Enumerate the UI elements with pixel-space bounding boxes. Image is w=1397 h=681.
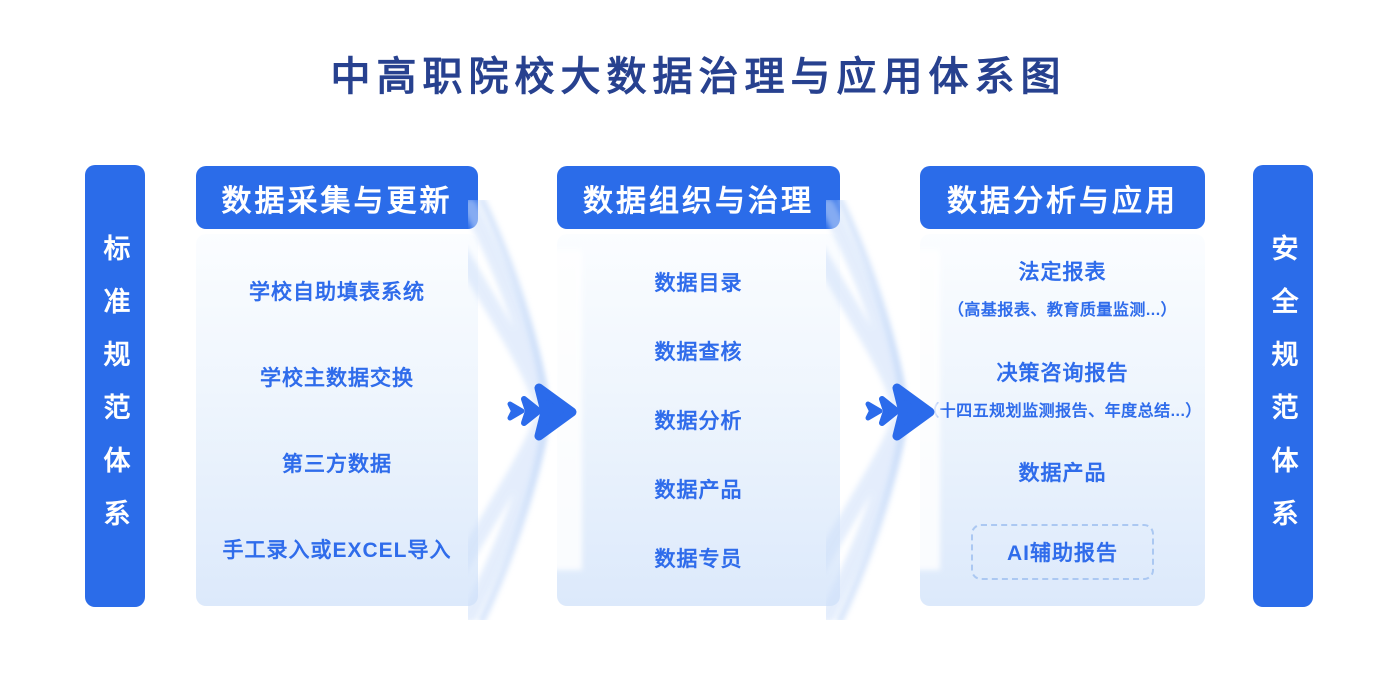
column-data-application: 数据分析与应用 法定报表 （高基报表、教育质量监测...） 决策咨询报告 （十四… [920,166,1205,606]
item-statutory-reports-caption: （高基报表、教育质量监测...） [947,302,1178,319]
column-body-data-governance: 数据目录 数据查核 数据分析 数据产品 数据专员 [557,234,840,606]
flow-arrow-icon [468,200,582,620]
flow-arrow-icon [826,200,940,620]
security-system-bar: 安全规范体系 [1253,165,1313,607]
item-school-self-service-form-system: 学校自助填表系统 [249,281,425,304]
standards-system-bar: 标准规范体系 [85,165,145,607]
item-statutory-reports: 法定报表 [1018,261,1107,284]
item-group-statutory-reports: 法定报表 （高基报表、教育质量监测...） [948,256,1177,320]
item-data-products: 数据产品 [654,478,743,502]
item-decision-consulting-reports-caption: （十四五规划监测报告、年度总结...） [923,402,1202,420]
column-header-data-application: 数据分析与应用 [920,166,1205,229]
security-system-label: 安全规范体系 [1267,233,1298,552]
item-data-catalog: 数据目录 [654,272,743,296]
item-school-master-data-exchange: 学校主数据交换 [260,367,414,390]
column-header-data-governance: 数据组织与治理 [557,166,840,229]
page-title: 中高职院校大数据治理与应用体系图 [330,55,1067,99]
item-ai-assisted-report: AI辅助报告 [971,523,1154,580]
column-data-collection: 数据采集与更新 学校自助填表系统 学校主数据交换 第三方数据 手工录入或EXCE… [196,166,478,606]
item-data-products-application: 数据产品 [1018,462,1107,486]
column-body-data-collection: 学校自助填表系统 学校主数据交换 第三方数据 手工录入或EXCEL导入 [196,234,478,606]
column-header-data-collection: 数据采集与更新 [196,166,478,229]
item-decision-consulting-reports: 决策咨询报告 [996,361,1129,385]
item-third-party-data: 第三方数据 [282,453,392,476]
item-data-verification: 数据查核 [654,341,743,365]
standards-system-label: 标准规范体系 [99,233,130,552]
item-group-decision-consulting-reports: 决策咨询报告 （十四五规划监测报告、年度总结...） [923,357,1202,421]
item-data-analysis: 数据分析 [654,409,743,433]
item-manual-entry-or-excel-import: 手工录入或EXCEL导入 [222,539,452,562]
column-data-governance: 数据组织与治理 数据目录 数据查核 数据分析 数据产品 数据专员 [557,166,840,606]
column-body-data-application: 法定报表 （高基报表、教育质量监测...） 决策咨询报告 （十四五规划监测报告、… [920,234,1205,606]
item-data-specialist: 数据专员 [654,547,743,571]
